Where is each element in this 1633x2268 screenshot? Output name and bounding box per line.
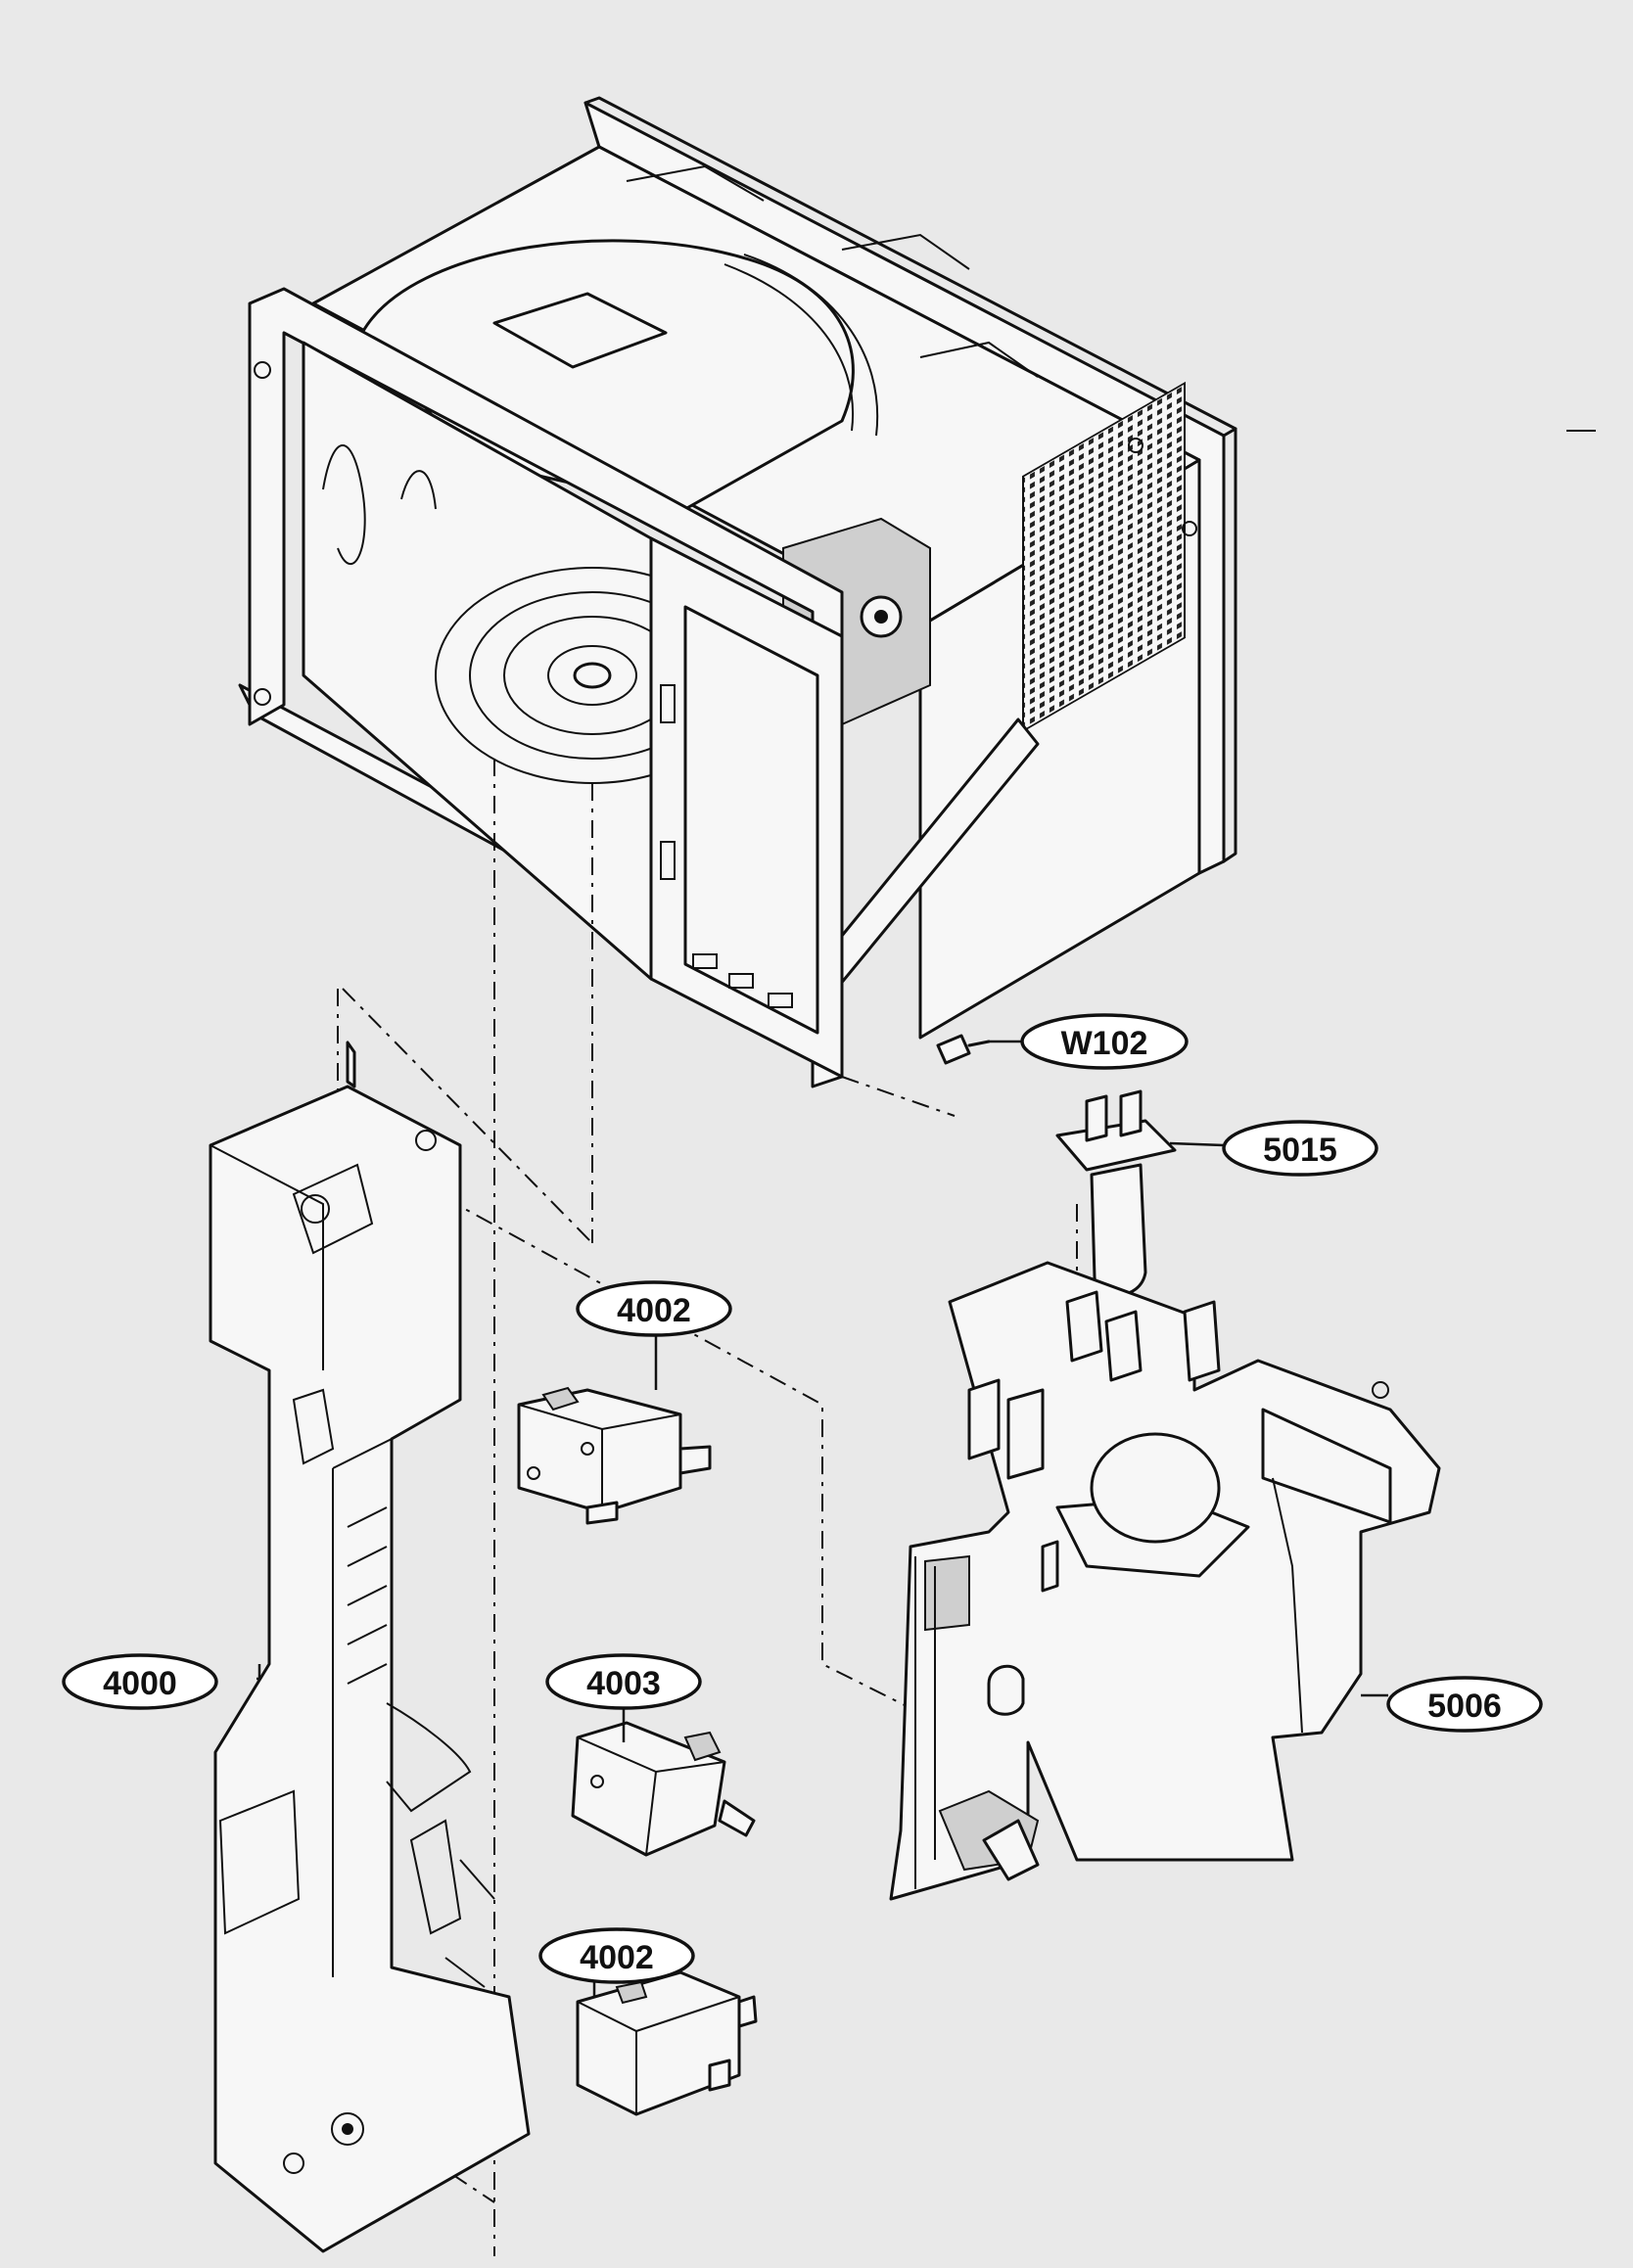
callout-4002-lower-label: 4002 (580, 1939, 654, 1976)
oven-cavity-assembly (238, 96, 1237, 1088)
callout-4000: 4000 (62, 1653, 218, 1710)
part-4000 (209, 1041, 531, 2253)
part-4002-upper (517, 1386, 712, 1525)
vent-grille (1022, 381, 1186, 733)
callout-4003-label: 4003 (586, 1665, 661, 1702)
part-4003 (571, 1721, 756, 1857)
callout-5006: 5006 (1386, 1676, 1543, 1733)
callout-4002-upper: 4002 (576, 1280, 732, 1337)
part-5006 (889, 1261, 1441, 1901)
callout-w102: W102 (1020, 1013, 1189, 1070)
callout-4002-upper-label: 4002 (617, 1292, 691, 1329)
screw-w102 (936, 1034, 991, 1065)
callout-5015: 5015 (1222, 1120, 1378, 1177)
callout-4000-label: 4000 (103, 1665, 177, 1702)
part-4002-lower (576, 1970, 758, 2116)
callout-5006-label: 5006 (1427, 1688, 1502, 1725)
callout-4002-lower: 4002 (538, 1927, 695, 1984)
callout-4003: 4003 (545, 1653, 702, 1710)
callout-5015-label: 5015 (1263, 1132, 1337, 1169)
part-5015 (1055, 1089, 1177, 1297)
callout-w102-label: W102 (1061, 1025, 1148, 1062)
callout-leaders (257, 1040, 1388, 1997)
